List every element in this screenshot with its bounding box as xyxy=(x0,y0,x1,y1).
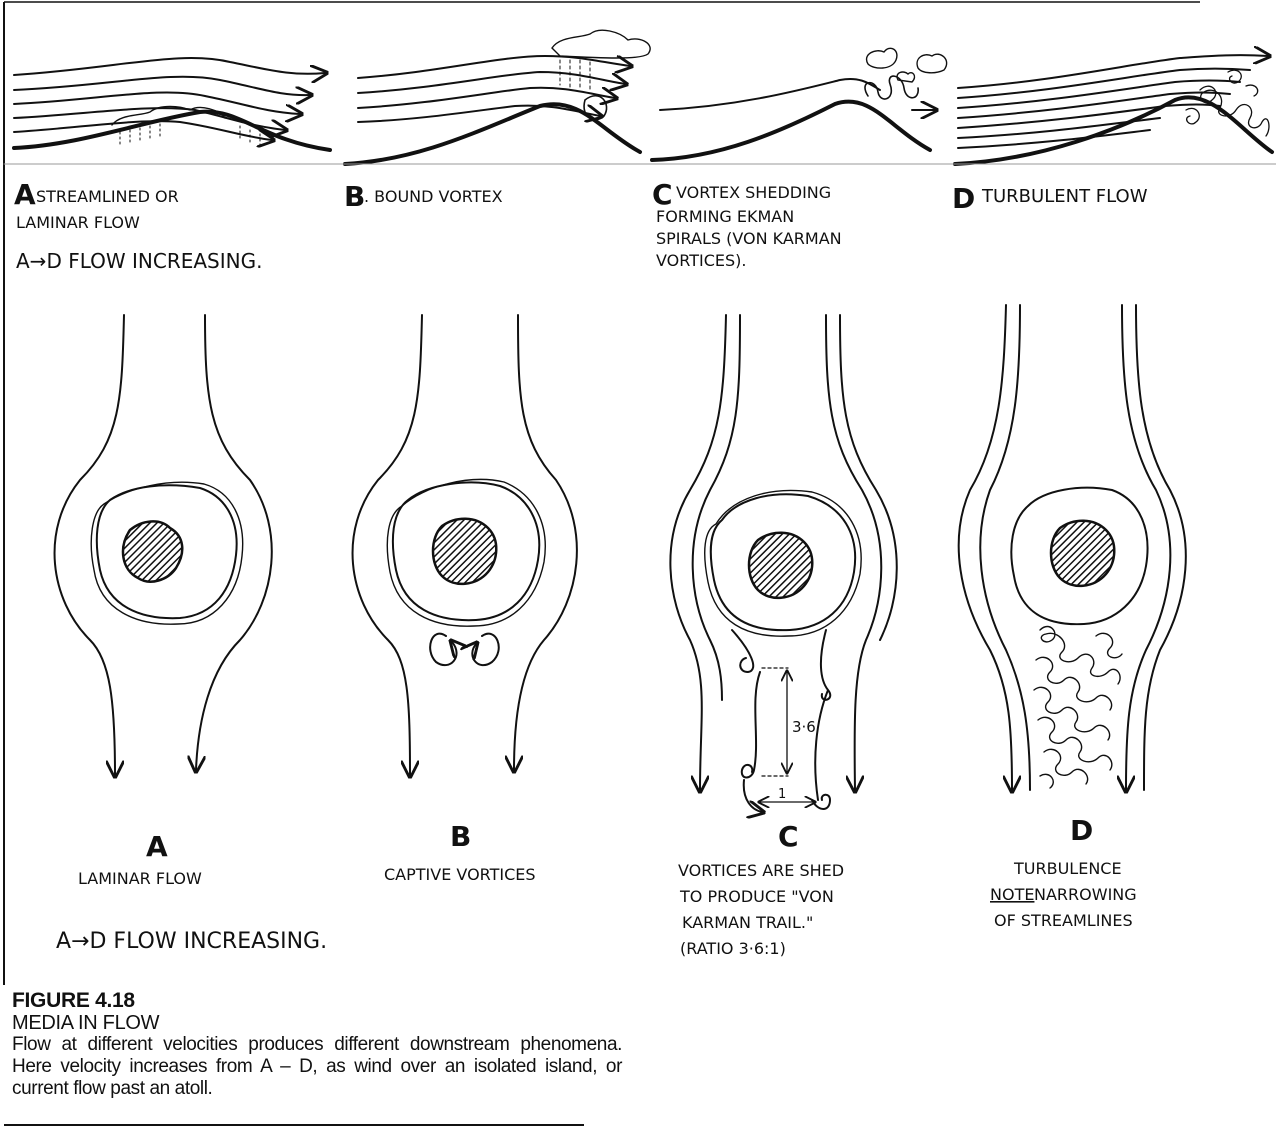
bottom-labels: A LAMINAR FLOW B CAPTIVE VORTICES C VORT… xyxy=(56,718,1137,958)
top-panel-b-sketch xyxy=(345,30,650,164)
top-label-a-letter: A xyxy=(14,178,36,211)
top-label-d-letter: D xyxy=(952,182,975,215)
bottom-label-b-line1: CAPTIVE VORTICES xyxy=(384,865,536,884)
top-label-b-line1: . BOUND VORTEX xyxy=(364,187,503,206)
top-label-d-line1: TURBULENT FLOW xyxy=(981,186,1148,207)
top-panel-d-sketch xyxy=(955,55,1272,164)
bottom-label-d-note: NOTE xyxy=(990,885,1034,904)
top-label-a-line2: LAMINAR FLOW xyxy=(16,213,140,232)
bottom-label-d-line3: OF STREAMLINES xyxy=(994,911,1133,930)
figure-caption: FIGURE 4.18 MEDIA IN FLOW Flow at differ… xyxy=(12,990,622,1100)
bottom-panel-c-sketch xyxy=(670,315,896,812)
bottom-note: A→D FLOW INCREASING. xyxy=(56,929,327,954)
top-panel-a-sketch xyxy=(14,58,330,150)
top-label-c-line1: VORTEX SHEDDING xyxy=(676,183,831,202)
top-labels: A STREAMLINED OR LAMINAR FLOW A→D FLOW I… xyxy=(14,178,1148,273)
bottom-label-d-line1: TURBULENCE xyxy=(1013,859,1122,878)
figure-title: MEDIA IN FLOW xyxy=(12,1012,622,1034)
top-panel-c-sketch xyxy=(652,48,947,160)
bottom-label-c-line2: TO PRODUCE "VON xyxy=(679,887,834,906)
top-label-b-letter: B xyxy=(344,180,365,213)
figure-number: FIGURE 4.18 xyxy=(12,990,622,1012)
bottom-label-a-line1: LAMINAR FLOW xyxy=(78,869,202,888)
bottom-label-d-line2: NARROWING xyxy=(1034,885,1137,904)
dimension-label-short: 1 xyxy=(778,787,786,802)
bottom-panel-d-sketch xyxy=(959,305,1186,790)
top-label-c-line2: FORMING EKMAN xyxy=(656,207,794,226)
bottom-label-a-letter: A xyxy=(146,830,168,863)
top-label-c-line4: VORTICES). xyxy=(656,251,746,270)
bottom-label-d-letter: D xyxy=(1070,814,1093,847)
top-note: A→D FLOW INCREASING. xyxy=(16,249,262,273)
bottom-panel-b-sketch xyxy=(353,315,577,775)
bottom-label-c-line4: (RATIO 3·6:1) xyxy=(680,939,786,958)
dimension-label-long: 3·6 xyxy=(792,718,816,736)
bottom-label-c-line3: KARMAN TRAIL." xyxy=(682,913,813,932)
bottom-label-b-letter: B xyxy=(450,820,471,853)
bottom-panel-a-sketch xyxy=(55,315,272,775)
top-label-c-line3: SPIRALS (VON KARMAN xyxy=(656,229,842,248)
top-label-a-line1: STREAMLINED OR xyxy=(36,187,179,206)
caption-rule xyxy=(4,1124,584,1126)
bottom-label-c-line1: VORTICES ARE SHED xyxy=(678,861,844,880)
bottom-label-c-letter: C xyxy=(778,820,799,853)
figure-description: Flow at different velocities produces di… xyxy=(12,1034,622,1100)
